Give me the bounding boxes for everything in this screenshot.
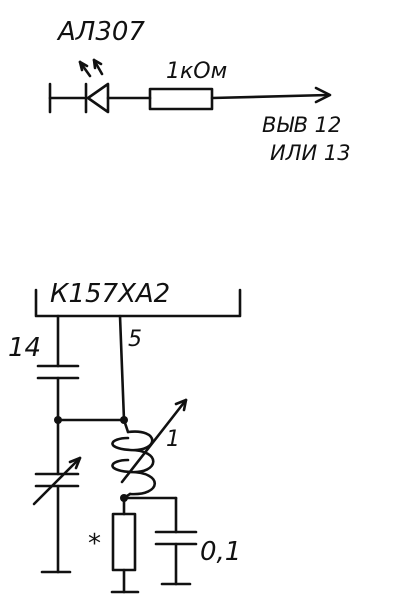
pin-14-label: 14 xyxy=(8,333,41,363)
ic-bracket xyxy=(34,288,242,318)
top-resistor xyxy=(148,87,214,111)
led-circuit: АЛ307 1кОм ВЫВ 12 ИЛИ 13 xyxy=(48,17,351,165)
bottom-capacitor xyxy=(154,530,198,546)
coil-icon xyxy=(111,430,157,496)
output-label-line1: ВЫВ 12 xyxy=(262,113,341,137)
coil-label: 1 xyxy=(166,427,180,452)
coil-tuning-arrow-head xyxy=(174,398,188,412)
wire-to-coil xyxy=(122,418,130,434)
ic-label: К157ХА2 xyxy=(50,279,170,309)
wire-output xyxy=(210,93,330,100)
oscillator-circuit: К157ХА2 14 5 1 xyxy=(8,279,242,594)
coil-tuning-arrow xyxy=(120,398,188,484)
pin-5-wire xyxy=(118,314,126,422)
resistor-select-mark: * xyxy=(88,529,101,559)
top-resistor-label: 1кОм xyxy=(166,59,227,84)
led-label: АЛ307 xyxy=(56,17,145,47)
capacitor-label: 0,1 xyxy=(200,537,241,567)
bottom-resistor xyxy=(111,512,137,572)
output-label-line2: ИЛИ 13 xyxy=(270,141,351,165)
pin-14-capacitor xyxy=(36,364,80,380)
output-arrow-icon xyxy=(314,86,332,104)
led-diode-icon xyxy=(78,58,110,114)
pin-5-label: 5 xyxy=(128,327,142,352)
